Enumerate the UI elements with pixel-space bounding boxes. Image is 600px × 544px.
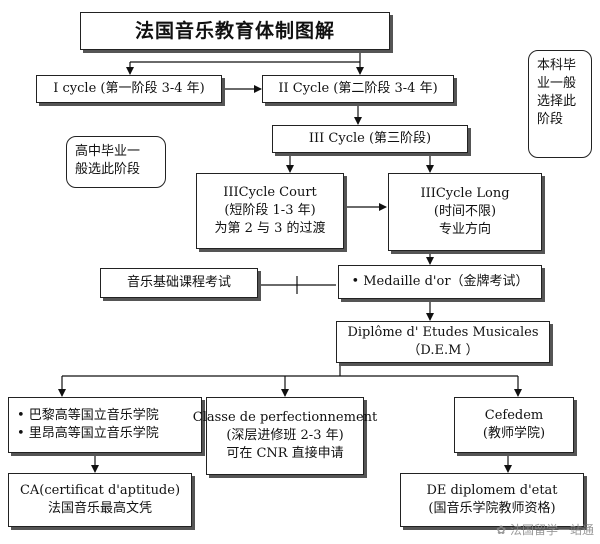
note-left-bubble: 高中毕业一 般选此阶段 bbox=[66, 136, 166, 188]
ca-line-2: 法国音乐最高文凭 bbox=[47, 501, 152, 516]
note-left-line-2: 般选此阶段 bbox=[75, 162, 141, 177]
note-left-line-1: 高中毕业一 bbox=[75, 144, 141, 159]
de-box: DE diplomem d'etat (国音乐学院教师资格) bbox=[400, 473, 584, 527]
conservatoires-box: • 巴黎高等国立音乐学院 • 里昂高等国立音乐学院 bbox=[8, 397, 202, 453]
de-line-1: DE diplomem d'etat bbox=[426, 483, 558, 498]
long-line-2: (时间不限) bbox=[433, 204, 497, 219]
title-text: 法国音乐教育体制图解 bbox=[134, 20, 335, 42]
court-line-3: 为第 2 与 3 的过渡 bbox=[214, 221, 326, 236]
ca-line-1: CA(certificat d'aptitude) bbox=[19, 483, 181, 498]
note-right-bubble: 本科毕 业一般 选择此 阶段 bbox=[528, 50, 592, 158]
medaille-box: • Medaille d'or（金牌考试） bbox=[338, 265, 542, 299]
perfection-line-1: Classe de perfectionnement bbox=[192, 410, 378, 425]
basic-exam-label: 音乐基础课程考试 bbox=[126, 275, 231, 290]
watermark-icon: ✿ bbox=[496, 523, 510, 537]
medaille-label: • Medaille d'or（金牌考试） bbox=[351, 274, 529, 289]
cycle-long-box: IIICycle Long (时间不限) 专业方向 bbox=[388, 173, 542, 251]
ca-box: CA(certificat d'aptitude) 法国音乐最高文凭 bbox=[8, 473, 192, 527]
note-right-line-1: 本科毕 bbox=[537, 58, 577, 73]
perfection-line-3: 可在 CNR 直接申请 bbox=[226, 446, 344, 461]
long-line-3: 专业方向 bbox=[438, 222, 491, 237]
de-line-2: (国音乐学院教师资格) bbox=[428, 501, 556, 516]
watermark: ✿ 法国留学一站通 bbox=[496, 521, 594, 538]
cycle-1-label: I cycle (第一阶段 3-4 年) bbox=[53, 81, 205, 96]
watermark-text: 法国留学一站通 bbox=[509, 523, 594, 537]
cefedem-line-1: Cefedem bbox=[484, 408, 544, 423]
note-right-line-2: 业一般 bbox=[537, 76, 577, 91]
cycle-court-box: IIICycle Court (短阶段 1-3 年) 为第 2 与 3 的过渡 bbox=[196, 173, 344, 249]
conservatoire-paris: • 巴黎高等国立音乐学院 bbox=[17, 408, 159, 423]
dem-line-1: Diplôme d' Etudes Musicales bbox=[347, 325, 539, 340]
basic-exam-box: 音乐基础课程考试 bbox=[100, 268, 258, 298]
cycle-2-label: II Cycle (第二阶段 3-4 年) bbox=[278, 81, 438, 96]
perfectionnement-box: Classe de perfectionnement (深层进修班 2-3 年)… bbox=[193, 397, 377, 475]
conservatoire-lyon: • 里昂高等国立音乐学院 bbox=[17, 426, 159, 441]
court-line-2: (短阶段 1-3 年) bbox=[224, 203, 316, 218]
cefedem-line-2: (教师学院) bbox=[482, 426, 546, 441]
cycle-2-box: II Cycle (第二阶段 3-4 年) bbox=[262, 75, 454, 103]
cycle-3-box: III Cycle (第三阶段) bbox=[272, 125, 468, 153]
diagram-title: 法国音乐教育体制图解 bbox=[80, 12, 390, 50]
note-right-line-4: 阶段 bbox=[537, 112, 564, 127]
dem-box: Diplôme d' Etudes Musicales （D.E.M ） bbox=[336, 321, 550, 363]
note-right-line-3: 选择此 bbox=[537, 94, 577, 109]
cycle-1-box: I cycle (第一阶段 3-4 年) bbox=[36, 75, 222, 103]
cycle-3-label: III Cycle (第三阶段) bbox=[308, 131, 432, 146]
dem-line-2: （D.E.M ） bbox=[407, 343, 479, 358]
court-line-1: IIICycle Court bbox=[223, 185, 317, 200]
cefedem-box: Cefedem (教师学院) bbox=[454, 397, 574, 453]
long-line-1: IIICycle Long bbox=[420, 186, 510, 201]
perfection-line-2: (深层进修班 2-3 年) bbox=[226, 428, 344, 443]
